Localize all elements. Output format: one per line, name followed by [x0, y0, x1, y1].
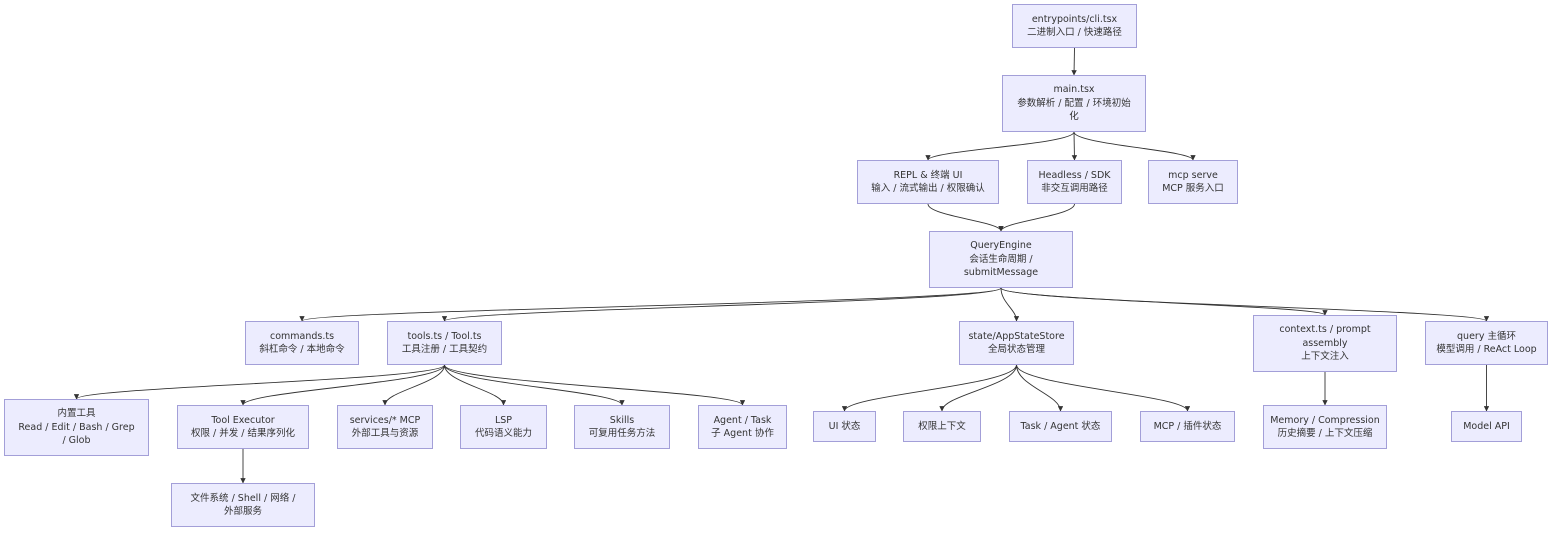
node-repl-terminal-ui: REPL & 终端 UI 输入 / 流式输出 / 权限确认	[857, 160, 999, 204]
node-permission-context: 权限上下文	[903, 411, 981, 442]
node-label-line: 二进制入口 / 快速路径	[1027, 27, 1122, 38]
node-label-line: Tool Executor	[211, 414, 275, 426]
edge-tools-to-lsp	[444, 364, 507, 406]
node-headless-sdk: Headless / SDK 非交互调用路径	[1027, 160, 1122, 204]
node-label-line: 权限上下文	[918, 420, 966, 432]
node-label-line: 会话生命周期 /	[969, 253, 1033, 265]
edge-main-to-headless	[1071, 131, 1078, 161]
edge-qe-to-tools	[442, 287, 1002, 322]
node-label-line: 子 Agent 协作	[711, 428, 774, 439]
node-app-state-store: state/AppStateStore 全局状态管理	[959, 321, 1074, 365]
node-task-agent-state: Task / Agent 状态	[1009, 411, 1112, 442]
node-label-line: 外部服务	[223, 506, 262, 517]
node-label-line: 可复用任务方法	[588, 428, 656, 439]
node-label-line: commands.ts	[269, 330, 335, 342]
node-label-line: services/* MCP	[349, 414, 421, 426]
node-label-line: 参数解析 / 配置 / 环境初始	[1017, 97, 1131, 109]
node-label-line: main.tsx	[1053, 84, 1095, 96]
node-label-line: REPL & 终端 UI	[893, 169, 963, 181]
edge-state-to-perm	[939, 364, 1017, 412]
node-label-line: QueryEngine	[970, 240, 1032, 252]
node-label-line: LSP	[494, 414, 513, 426]
node-lsp: LSP 代码语义能力	[460, 405, 547, 449]
edge-tools-to-executor	[240, 364, 445, 406]
edge-cli-to-main	[1071, 47, 1077, 76]
edge-state-to-ui	[841, 364, 1017, 412]
node-label-line: 斜杠命令 / 本地命令	[259, 344, 345, 355]
node-query-main-loop: query 主循环模型调用 / ReAct Loop	[1425, 321, 1548, 365]
edge-tools-to-services	[382, 364, 445, 406]
node-label-line: assembly	[1302, 337, 1348, 349]
node-services-mcp: services/* MCP 外部工具与资源	[337, 405, 433, 449]
node-entrypoints-cli: entrypoints/cli.tsx 二进制入口 / 快速路径	[1012, 4, 1137, 48]
edge-main-to-repl	[925, 131, 1075, 161]
edge-repl-to-qe	[927, 203, 1004, 232]
node-label-line: 非交互调用路径	[1041, 183, 1108, 194]
edge-tools-to-agent	[444, 364, 746, 406]
edge-qe-to-query	[1000, 287, 1489, 322]
node-label-line: 内置工具	[57, 408, 96, 420]
edge-state-to-mcpst	[1016, 364, 1191, 412]
node-label-line: 权限 / 并发 / 结果序列化	[191, 428, 295, 439]
node-label-line: mcp serve	[1168, 169, 1218, 181]
node-label-line: Memory / Compression	[1270, 414, 1380, 426]
node-mcp-plugin-state: MCP / 插件状态	[1140, 411, 1235, 442]
node-label-line: 模型调用 / ReAct Loop	[1436, 344, 1537, 355]
node-tool-executor: Tool Executor 权限 / 并发 / 结果序列化	[177, 405, 309, 449]
node-label-line: Model API	[1463, 420, 1510, 432]
node-label-line: context.ts / prompt	[1279, 324, 1371, 336]
edge-tools-to-builtin	[73, 364, 445, 400]
node-label-line: / Glob	[62, 435, 91, 447]
node-label-line: tools.ts / Tool.ts	[407, 330, 482, 342]
node-memory-compression: Memory / Compression 历史摘要 / 上下文压缩	[1263, 405, 1387, 449]
node-label-line: 全局状态管理	[987, 344, 1045, 355]
node-label-line: 输入 / 流式输出 / 权限确认	[871, 183, 985, 194]
node-label-line: UI 状态	[828, 420, 861, 432]
node-label-line: Task / Agent 状态	[1020, 420, 1101, 432]
node-label-line: MCP / 插件状态	[1153, 420, 1222, 432]
node-label-line: 外部工具与资源	[351, 428, 419, 439]
node-ui-state: UI 状态	[813, 411, 876, 442]
node-label-line: 历史摘要 / 上下文压缩	[1277, 428, 1373, 439]
node-commands: commands.ts 斜杠命令 / 本地命令	[245, 321, 359, 365]
edge-state-to-taskst	[1016, 364, 1064, 412]
node-label-line: Agent / Task	[713, 414, 772, 426]
node-label-line: Read / Edit / Bash / Grep	[18, 421, 135, 433]
node-tools: tools.ts / Tool.ts 工具注册 / 工具契约	[387, 321, 502, 365]
node-label-line: state/AppStateStore	[968, 330, 1065, 342]
edge-headless-to-qe	[998, 203, 1075, 232]
edge-tools-to-skills	[444, 364, 625, 406]
node-filesystem-shell-network: 文件系统 / Shell / 网络 / 外部服务	[171, 483, 315, 527]
edge-main-to-mcpserve	[1073, 131, 1196, 161]
node-label-line: 工具注册 / 工具契约	[401, 344, 488, 355]
edge-qe-to-state	[1000, 287, 1020, 322]
node-label-line: MCP 服务入口	[1162, 183, 1224, 194]
node-label-line: query 主循环	[1457, 330, 1516, 342]
node-label-line: Skills	[609, 414, 635, 426]
node-label-line: 化	[1069, 111, 1079, 123]
node-label-line: 代码语义能力	[474, 428, 532, 439]
edge-qe-to-context	[1000, 287, 1328, 316]
node-agent-task: Agent / Task 子 Agent 协作	[698, 405, 787, 449]
node-model-api: Model API	[1451, 411, 1522, 442]
node-label-line: Headless / SDK	[1038, 169, 1111, 181]
node-skills: Skills 可复用任务方法	[574, 405, 670, 449]
node-label-line: 上下文注入	[1301, 351, 1349, 363]
node-label-line: 文件系统 / Shell / 网络 /	[190, 492, 296, 504]
edge-qe-to-commands	[299, 287, 1002, 322]
node-label-line: entrypoints/cli.tsx	[1031, 13, 1118, 25]
node-label-line: submitMessage	[963, 267, 1039, 279]
